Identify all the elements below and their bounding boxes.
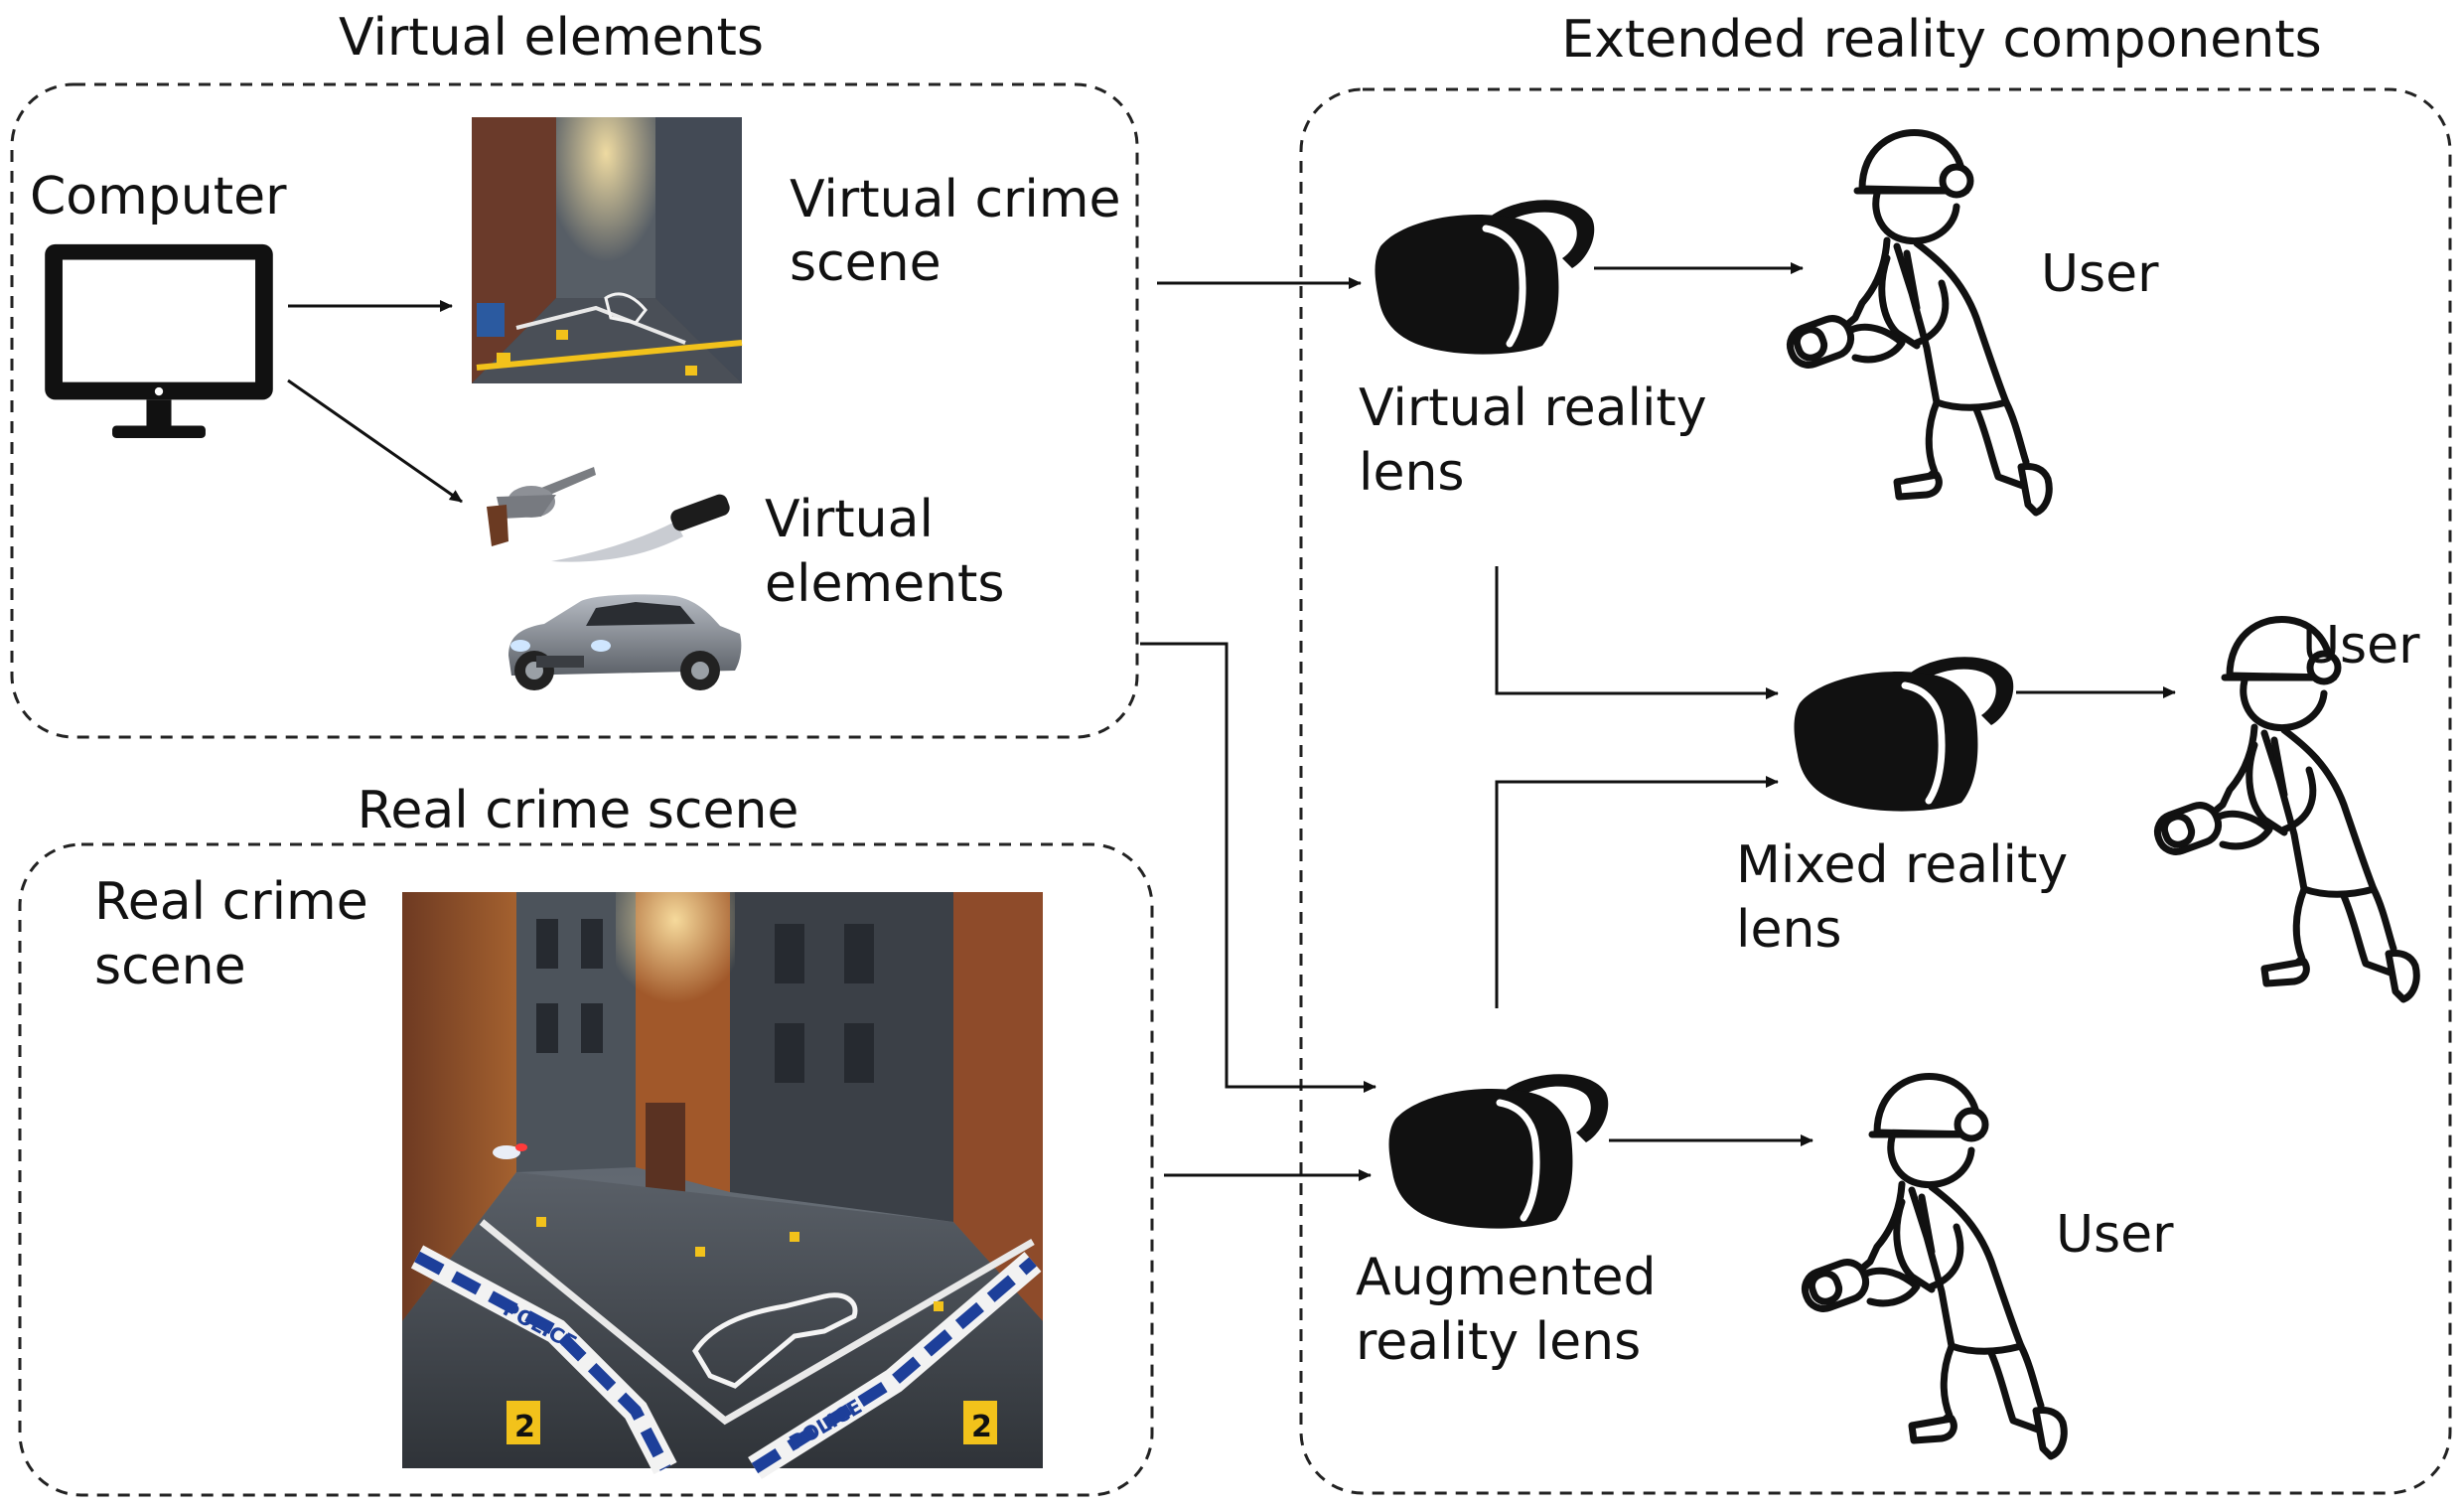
vr-lens-label-line1: Virtual reality xyxy=(1359,378,1707,438)
virtual-elements-label-line2: elements xyxy=(765,554,1005,614)
investigator-icon xyxy=(1800,1076,2064,1456)
user-label-ar: User xyxy=(2056,1205,2174,1265)
virtual-elements-title: Virtual elements xyxy=(339,8,764,68)
real-crime-scene-photo: POLICE POLICE 2 2 xyxy=(402,892,1043,1480)
investigator-icon xyxy=(2152,619,2416,999)
evidence-marker-text: 2 xyxy=(971,1410,992,1444)
revolver-icon xyxy=(487,467,596,546)
real-crime-scene-label-line2: scene xyxy=(94,937,246,996)
real-crime-scene-label-line1: Real crime xyxy=(94,872,368,932)
computer-to-virtual-elements-arrow xyxy=(287,378,463,504)
user-label-mr: User xyxy=(2302,616,2420,676)
virtual-elements-label-line1: Virtual xyxy=(765,490,934,549)
virtual-crime-scene-label-line1: Virtual crime xyxy=(790,170,1121,229)
investigator-icon xyxy=(1785,132,2049,513)
xr-components-panel xyxy=(1299,87,2452,1495)
ar-headset-icon xyxy=(1389,1074,1609,1228)
computer-label: Computer xyxy=(30,167,287,226)
user-label-vr: User xyxy=(2041,244,2159,304)
ar-to-mr-arrow xyxy=(1495,776,1779,1008)
mr-lens-label-line2: lens xyxy=(1736,900,1842,960)
knife-icon xyxy=(551,494,730,562)
xr-components-title: Extended reality components xyxy=(1561,10,2321,70)
mr-headset-icon xyxy=(1795,657,2014,811)
ar-lens-label-line1: Augmented xyxy=(1356,1248,1657,1307)
mr-lens-label-line1: Mixed reality xyxy=(1736,835,2068,895)
virtual-crime-scene-label-line2: scene xyxy=(790,233,942,293)
vr-lens-label-line2: lens xyxy=(1359,443,1465,503)
ar-lens-label-line2: reality lens xyxy=(1356,1312,1641,1372)
vr-headset-icon xyxy=(1376,200,1595,354)
virtual-elements-panel xyxy=(10,82,1139,739)
real-crime-scene-panel xyxy=(18,842,1154,1497)
real-crime-scene-title: Real crime scene xyxy=(358,781,799,840)
computer-monitor-icon xyxy=(45,243,273,438)
vr-to-mr-arrow xyxy=(1495,566,1779,699)
car-icon xyxy=(508,594,742,690)
evidence-marker-text: 2 xyxy=(514,1410,535,1444)
virtual-elements-to-ar-arrow xyxy=(1140,642,1377,1093)
virtual-crime-scene-image xyxy=(472,117,743,383)
